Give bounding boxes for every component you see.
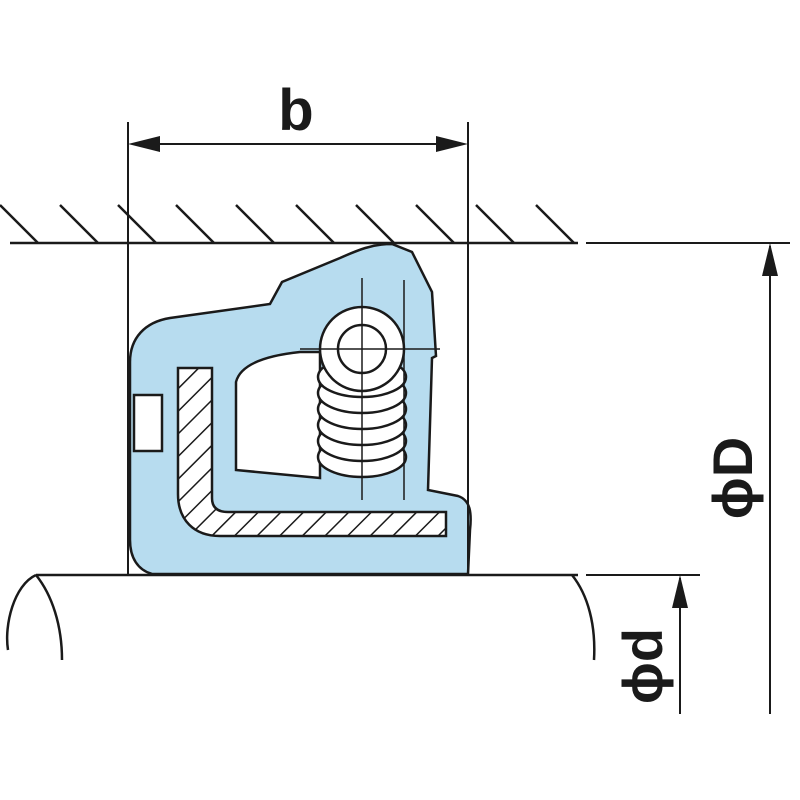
housing	[0, 204, 578, 245]
shaft-left-break-inner	[35, 574, 64, 661]
housing-hatching	[0, 204, 575, 244]
dimension-b	[127, 122, 469, 574]
label-phi-D: ϕD	[701, 437, 764, 519]
dim-d-arrow	[672, 575, 688, 608]
shaft-right-break	[571, 574, 596, 661]
label-b: b	[278, 78, 313, 143]
metal-case	[176, 366, 448, 538]
seal-outer-notch	[132, 393, 164, 453]
dim-b-arrow-left	[128, 136, 160, 152]
label-phi-d: ϕd	[611, 628, 674, 704]
shaft	[5, 573, 596, 661]
spring-centerlines	[300, 278, 440, 500]
dim-D-arrow	[762, 243, 778, 276]
shaft-left-break	[5, 573, 37, 651]
dim-b-arrow-right	[436, 136, 468, 152]
dimension-phi-d	[586, 574, 700, 714]
dimension-phi-D	[586, 242, 790, 714]
seal-inner-cavity	[234, 350, 322, 480]
